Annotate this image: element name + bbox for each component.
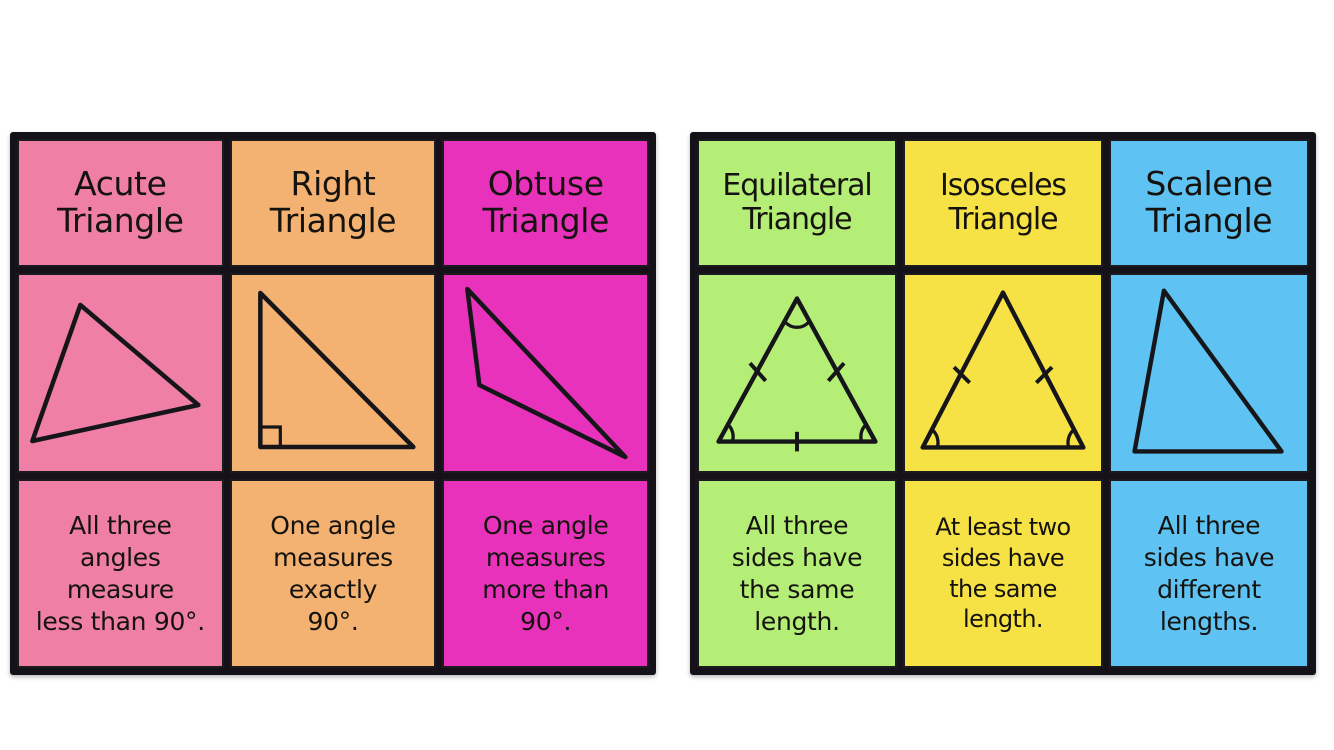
acute-triangle-figure [30,302,201,444]
isosceles-title-text: Isosceles Triangle [940,168,1067,237]
obtuse-title-text: Obtuse Triangle [482,164,609,240]
isosceles-triangle-figure [920,290,1086,450]
card-acute-triangle: Acute Triangle All three angles measure … [17,139,224,668]
isosceles-description-cell: At least two sides have the same length. [903,479,1103,668]
tick-left-side [748,361,768,383]
acute-description-text: All three angles measure less than 90°. [35,510,205,636]
angle-arc-left-base [931,428,940,448]
tick-right-leg [1034,365,1054,385]
acute-title-text: Acute Triangle [57,164,184,240]
acute-description-cell: All three angles measure less than 90°. [17,479,224,668]
angle-arc-right [859,422,868,443]
equilateral-description-text: All three sides have the same length. [731,510,863,636]
isosceles-description-text: At least two sides have the same length. [935,513,1071,634]
angle-arc-left [726,422,735,443]
equilateral-title-text: Equilateral Triangle [722,168,872,237]
tick-left-leg [952,365,972,385]
right-description-cell: One angle measures exactly 90°. [229,479,437,668]
card-scalene-triangle: Scalene Triangle All three sides have di… [1109,139,1309,668]
tick-right-side [826,361,846,383]
angle-arc-right-base [1066,428,1075,448]
card-obtuse-triangle: Obtuse Triangle One angle measures more … [442,139,650,668]
scalene-triangle-figure [1132,288,1284,454]
obtuse-description-cell: One angle measures more than 90°. [442,479,650,668]
isosceles-title-cell: Isosceles Triangle [903,139,1103,267]
scalene-title-cell: Scalene Triangle [1109,139,1309,267]
right-description-text: One angle measures exactly 90°. [270,510,396,636]
obtuse-triangle-figure [465,286,628,460]
isosceles-figure-cell [903,273,1103,473]
equilateral-title-cell: Equilateral Triangle [697,139,897,267]
card-right-triangle: Right Triangle One angle measures exactl… [229,139,437,668]
right-angle-marker [260,425,282,447]
acute-title-cell: Acute Triangle [17,139,224,267]
scalene-description-cell: All three sides have different lengths. [1109,479,1309,668]
angle-arc-apex [783,320,811,329]
obtuse-figure-cell [442,273,650,473]
scalene-title-text: Scalene Triangle [1145,164,1273,240]
obtuse-description-text: One angle measures more than 90°. [482,510,610,636]
scalene-description-text: All three sides have different lengths. [1143,510,1275,636]
equilateral-triangle-figure [716,296,878,452]
right-figure-cell [229,273,437,473]
card-equilateral-triangle: Equilateral Triangle All three sides hav… [697,139,897,668]
right-title-text: Right Triangle [269,164,397,240]
obtuse-title-cell: Obtuse Triangle [442,139,650,267]
right-triangle-figure [257,290,416,450]
equilateral-description-cell: All three sides have the same length. [697,479,897,668]
poster-triangles-by-sides: Equilateral Triangle All three sides hav… [690,132,1316,675]
scalene-figure-cell [1109,273,1309,473]
card-isosceles-triangle: Isosceles Triangle At least two sides ha… [903,139,1103,668]
right-title-cell: Right Triangle [229,139,437,267]
equilateral-figure-cell [697,273,897,473]
acute-figure-cell [17,273,224,473]
poster-triangles-by-angles: Acute Triangle All three angles measure … [10,132,656,675]
